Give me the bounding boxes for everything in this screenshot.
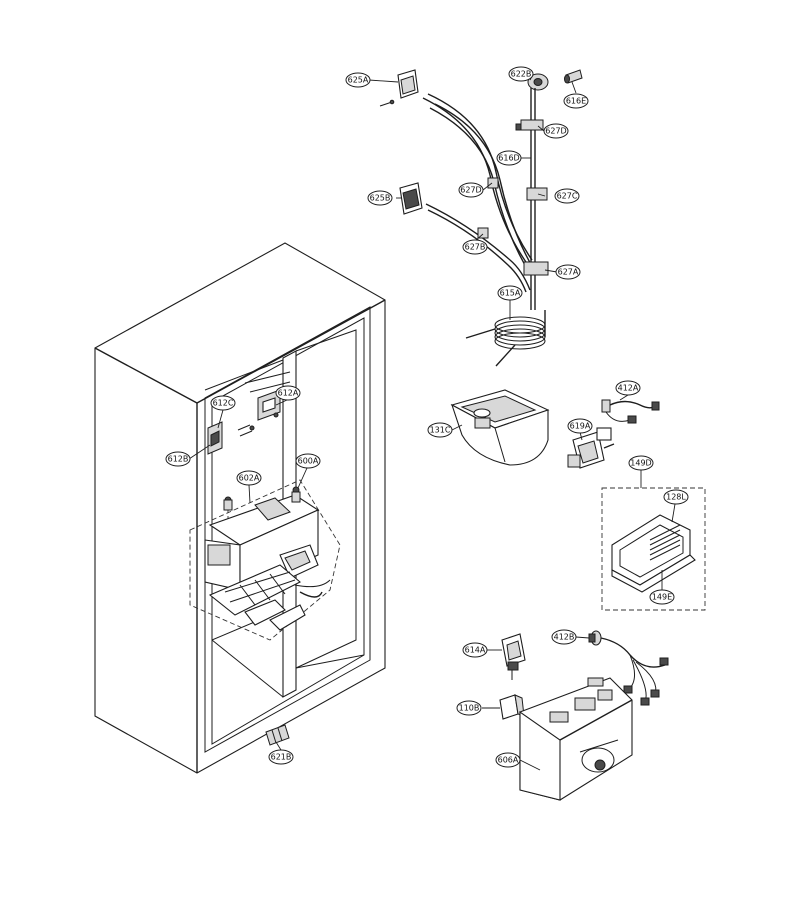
- svg-text:627C: 627C: [557, 192, 578, 201]
- svg-text:612C: 612C: [213, 399, 234, 408]
- refrigerator-cabinet: [94, 242, 386, 774]
- ice-maker-bracket: [237, 389, 281, 437]
- callout-616E: 616E: [563, 93, 589, 109]
- callout-412B: 412B: [551, 629, 577, 645]
- dispenser-housing: [519, 677, 633, 801]
- svg-text:149D: 149D: [630, 459, 651, 468]
- svg-text:602A: 602A: [239, 474, 260, 483]
- callout-625A: 625A: [345, 72, 371, 88]
- water-tubing-harness: [422, 73, 549, 367]
- svg-text:606A: 606A: [498, 756, 519, 765]
- callout-616D: 616D: [496, 150, 522, 166]
- callout-625B: 625B: [367, 190, 393, 206]
- callout-131C: 131C: [427, 422, 453, 438]
- solenoid: [501, 633, 526, 680]
- mounting-clamp: [207, 421, 223, 455]
- svg-text:614A: 614A: [465, 646, 486, 655]
- svg-text:627B: 627B: [465, 243, 486, 252]
- callout-128L: 128L: [663, 489, 689, 505]
- svg-text:627D: 627D: [545, 127, 566, 136]
- callout-612A: 612A: [275, 385, 301, 401]
- svg-text:131C: 131C: [430, 426, 451, 435]
- svg-text:612A: 612A: [278, 389, 299, 398]
- callout-612B: 612B: [165, 451, 191, 467]
- filter-kit-box: [601, 487, 706, 611]
- water-valve: [567, 427, 615, 469]
- svg-text:412A: 412A: [618, 384, 639, 393]
- ice-bucket: [450, 389, 550, 466]
- svg-text:128L: 128L: [666, 493, 686, 502]
- svg-text:412B: 412B: [554, 633, 575, 642]
- svg-text:600A: 600A: [298, 457, 319, 466]
- callout-110B: 110B: [456, 700, 482, 716]
- svg-text:149E: 149E: [652, 593, 672, 602]
- callout-612C: 612C: [210, 395, 236, 411]
- leader-lines: [188, 73, 676, 771]
- callout-627D-mid: 627D: [458, 182, 484, 198]
- tube-fitting: [564, 69, 583, 84]
- svg-text:625A: 625A: [348, 76, 369, 85]
- callout-149D: 149D: [628, 455, 654, 471]
- svg-text:622B: 622B: [511, 70, 532, 79]
- svg-text:110B: 110B: [459, 704, 480, 713]
- tube-cover-top: [379, 69, 419, 107]
- svg-text:612B: 612B: [168, 455, 189, 464]
- callout-619A: 619A: [567, 418, 593, 434]
- wire-harness-lower: [588, 630, 669, 706]
- svg-text:616E: 616E: [566, 97, 586, 106]
- callout-627B: 627B: [462, 239, 488, 255]
- callout-149E: 149E: [649, 589, 675, 605]
- wire-harness-upper: [601, 399, 660, 424]
- callout-627A: 627A: [555, 264, 581, 280]
- callout-615A: 615A: [497, 285, 523, 301]
- callout-412A: 412A: [615, 380, 641, 396]
- callout-606A: 606A: [495, 752, 521, 768]
- svg-text:621B: 621B: [271, 753, 292, 762]
- callout-627D-top: 627D: [543, 123, 569, 139]
- water-inlet-fitting: [265, 724, 290, 746]
- svg-text:627A: 627A: [558, 268, 579, 277]
- callout-602A: 602A: [236, 470, 262, 486]
- ice-maker-assembly: [189, 479, 341, 641]
- callout-614A: 614A: [462, 642, 488, 658]
- callout-600A: 600A: [295, 453, 321, 469]
- retainer-clip: [499, 694, 525, 720]
- callout-621B: 621B: [268, 749, 294, 765]
- callout-622B: 622B: [508, 66, 534, 82]
- svg-text:619A: 619A: [570, 422, 591, 431]
- svg-text:625B: 625B: [370, 194, 391, 203]
- svg-text:627D: 627D: [460, 186, 481, 195]
- svg-text:615A: 615A: [500, 289, 521, 298]
- svg-text:616D: 616D: [498, 154, 519, 163]
- tube-cover-bottom: [399, 182, 423, 215]
- callout-627C: 627C: [554, 188, 580, 204]
